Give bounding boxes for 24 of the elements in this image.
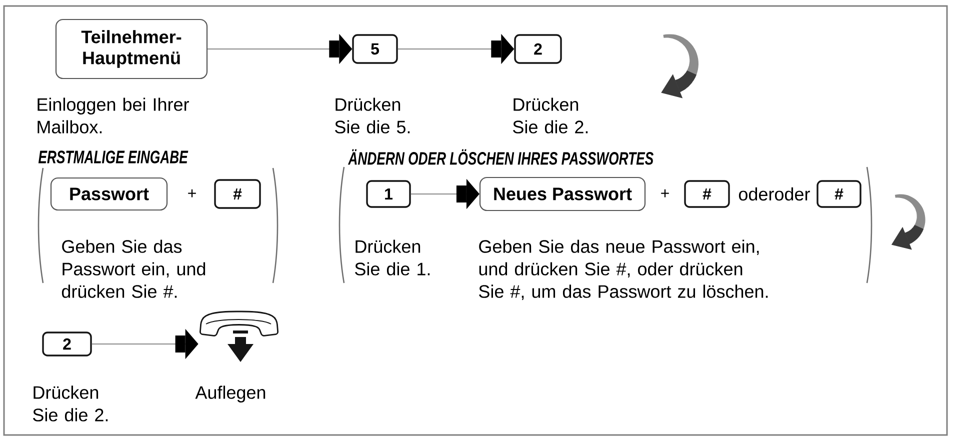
keypad-key: 2 bbox=[514, 34, 562, 64]
step-description: Einloggen bei Ihrer Mailbox. bbox=[38, 98, 189, 134]
keypad-key: 1 bbox=[366, 180, 411, 208]
step-description: Drücken Sie die 2. bbox=[33, 386, 108, 422]
step-description: Geben Sie das neue Passwort ein, und drücken Sie #, oder drücken Sie #, um das Passwort zu löschen. bbox=[479, 240, 768, 300]
or-text: oderoder bbox=[738, 187, 810, 201]
section-heading: ÄNDERN ODER LÖSCHEN IHRES PASSWORTES bbox=[348, 149, 654, 165]
section-heading: ERSTMALIGE EINGABE bbox=[38, 150, 188, 164]
keypad-key: 5 bbox=[352, 34, 398, 64]
keypad-key: # bbox=[684, 180, 730, 208]
entry-box: Neues Passwort bbox=[479, 176, 646, 212]
step-description: Drücken Sie die 1. bbox=[355, 240, 430, 276]
keypad-key: # bbox=[214, 179, 261, 209]
step-description: Drücken Sie die 2. bbox=[513, 98, 588, 134]
step-description: Geben Sie das Passwort ein, und drücken Sie #. bbox=[62, 240, 206, 298]
plus-sign: + bbox=[188, 189, 196, 198]
keypad-key: # bbox=[816, 180, 862, 208]
keypad-key: 2 bbox=[42, 332, 92, 356]
step-description: Drücken Sie die 5. bbox=[335, 98, 410, 134]
hang-up-icon bbox=[200, 310, 278, 362]
entry-box: Passwort bbox=[50, 177, 168, 211]
menu-box: Teilnehmer- Hauptmenü bbox=[55, 18, 208, 80]
plus-sign: + bbox=[661, 189, 669, 198]
step-description: Auflegen bbox=[195, 386, 266, 402]
